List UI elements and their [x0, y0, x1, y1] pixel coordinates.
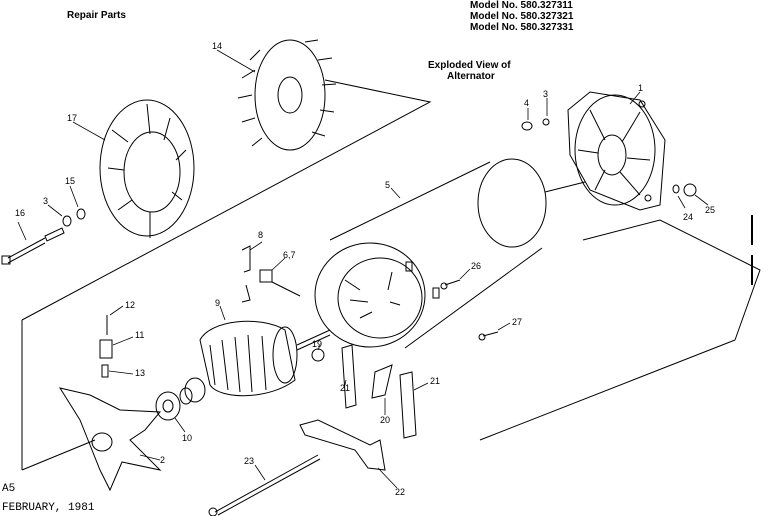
flat-washer-15: [76, 208, 86, 220]
nut-19: [311, 348, 325, 362]
callout-27: 27: [512, 317, 523, 327]
long-bolt: [214, 454, 319, 513]
assembly-outline-top: [21, 79, 432, 321]
model-number-1: Model No. 580.327311: [470, 0, 573, 11]
callout-2: 2: [160, 455, 166, 465]
view-title-line-1: Exploded View of: [428, 60, 511, 71]
callout-4: 4: [524, 98, 530, 108]
end-bell: [567, 91, 666, 211]
callout-23: 23: [244, 456, 255, 466]
diode-bracket: [99, 315, 113, 378]
callout-24: 24: [683, 212, 694, 222]
fan-shroud: [99, 99, 195, 238]
bearing: [155, 391, 181, 421]
revision-date: FEBRUARY, 1981: [2, 502, 95, 514]
callout-1: 1: [638, 83, 644, 93]
callout-12: 12: [125, 300, 136, 310]
extension-line-end-bell: [544, 181, 586, 193]
end-fan-hub: [58, 387, 162, 492]
callout-21-right: 21: [430, 376, 441, 386]
callout-26: 26: [471, 261, 482, 271]
callout-15: 15: [65, 176, 76, 186]
callout-9: 9: [215, 298, 221, 308]
model-number-2: Model No. 580.327321: [470, 11, 574, 22]
assembly-outline-left-foot: [21, 439, 96, 471]
strap-21b: [399, 371, 417, 439]
assembly-outline-bottom: [479, 339, 736, 441]
leader-lines: [17, 49, 709, 489]
repair-parts-heading: Repair Parts: [67, 10, 126, 21]
nut-25: [683, 183, 697, 197]
callout-6-7: 6,7: [283, 250, 296, 260]
lock-washer-3b: [542, 118, 550, 126]
callout-3-right: 3: [543, 89, 549, 99]
page-code: A5: [2, 483, 16, 495]
washer-24: [672, 184, 680, 194]
callout-20: 20: [380, 415, 391, 425]
callout-3-left: 3: [43, 196, 49, 206]
callout-16: 16: [15, 208, 26, 218]
callout-10: 10: [182, 433, 193, 443]
screw-4: [521, 121, 533, 131]
screw-27: [482, 331, 499, 337]
screw-26: [444, 279, 461, 286]
callout-22: 22: [395, 487, 406, 497]
rotor: [179, 320, 331, 405]
callout-8: 8: [258, 230, 264, 240]
callout-19: 19: [312, 339, 323, 349]
callout-14: 14: [212, 41, 223, 51]
model-number-3: Model No. 580.327331: [470, 22, 574, 33]
through-bolt: [1, 227, 65, 265]
callout-13: 13: [135, 368, 146, 378]
stator-housing: [314, 158, 547, 349]
callout-25: 25: [705, 205, 716, 215]
callout-21-left: 21: [340, 383, 351, 393]
view-title-line-2: Alternator: [447, 71, 495, 82]
brush-holder: [241, 245, 301, 303]
callout-17: 17: [67, 113, 78, 123]
assembly-outline-right: [582, 219, 761, 341]
lock-washer-3: [62, 215, 72, 227]
callout-5: 5: [385, 180, 391, 190]
fan-blade-assembly: [237, 39, 337, 151]
strap-21a: [341, 344, 357, 409]
clip-20: [371, 364, 393, 399]
callout-11: 11: [135, 330, 145, 340]
mounting-bracket: [299, 419, 386, 471]
